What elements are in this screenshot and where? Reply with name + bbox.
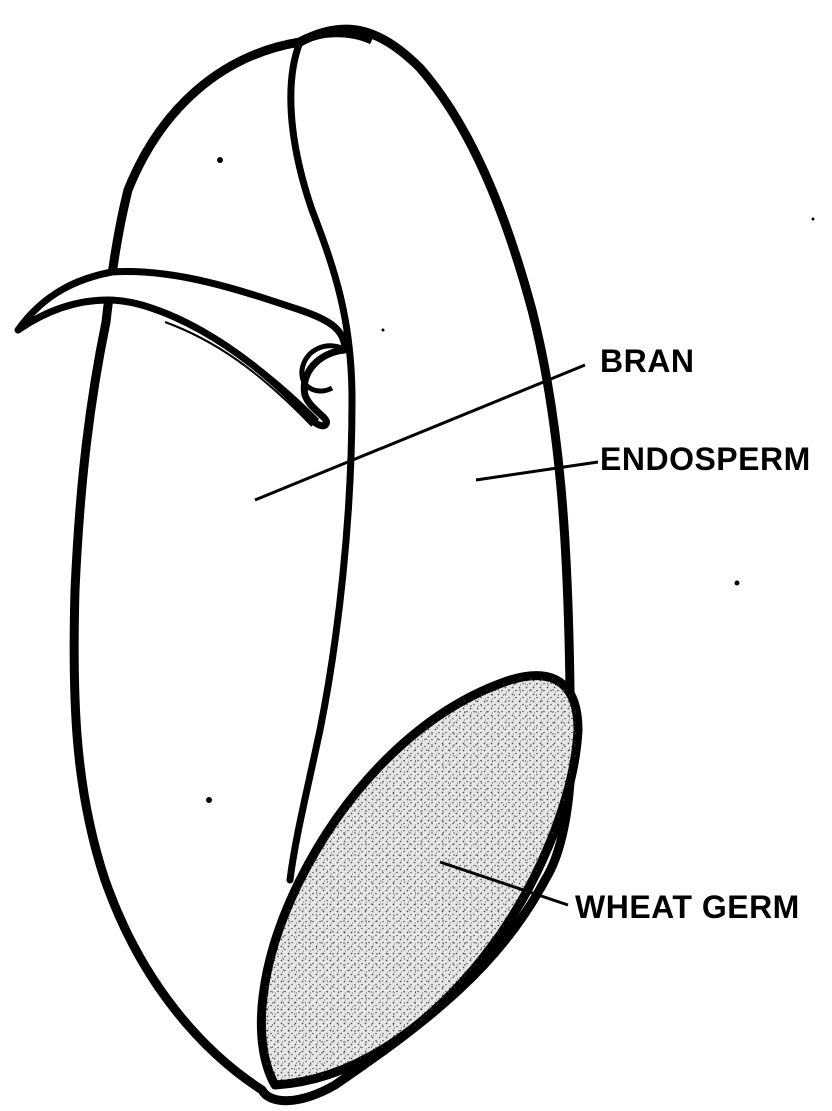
speck bbox=[735, 581, 740, 586]
speck bbox=[217, 157, 223, 163]
speck bbox=[812, 218, 815, 221]
wheat-germ-label: WHEAT GERM bbox=[575, 889, 800, 925]
speck bbox=[382, 329, 385, 332]
bran-label: BRAN bbox=[600, 343, 694, 379]
endosperm-label: ENDOSPERM bbox=[600, 441, 811, 477]
speck bbox=[206, 797, 212, 803]
